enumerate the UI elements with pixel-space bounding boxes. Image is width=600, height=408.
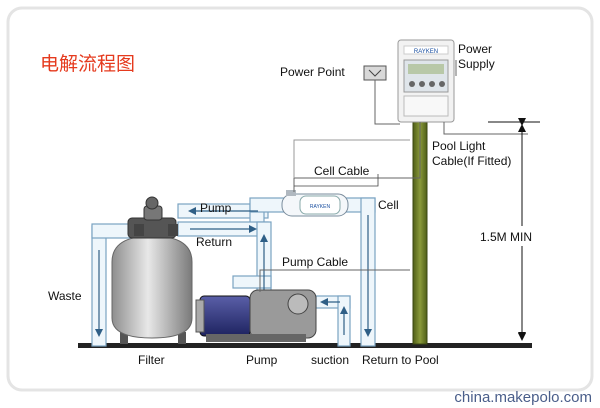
electrolytic-cell: RAYKEN — [281, 190, 349, 217]
filter-tank — [111, 196, 193, 344]
power-supply-brand: RAYKEN — [414, 49, 438, 55]
mains-cable — [374, 80, 400, 125]
power-point-label: Power Point — [280, 65, 345, 79]
flow-arrows — [95, 207, 372, 337]
pool-light-label-line2: Cable(If Fitted) — [432, 154, 511, 168]
cables — [259, 80, 528, 292]
pump-label: Pump — [246, 353, 278, 367]
pump-line-label: Pump — [200, 201, 232, 215]
pump-cable-label: Pump Cable — [282, 255, 348, 269]
power-supply-label-line1: Power — [458, 42, 492, 56]
height-label: 1.5M MIN — [480, 230, 532, 244]
height-dimension — [488, 118, 540, 340]
waste-label: Waste — [48, 289, 82, 303]
pump-outlet-pipe — [232, 275, 272, 289]
power-supply-unit: RAYKEN — [397, 39, 455, 123]
ground-line — [78, 343, 532, 348]
watermark-text: china.makepolo.com — [454, 389, 592, 406]
cable-guide-line — [293, 139, 410, 178]
diagram-title: 电解流程图 — [40, 53, 135, 75]
power-point-outlet — [363, 65, 387, 81]
return-line-label: Return — [196, 235, 232, 249]
return-to-pool-label: Return to Pool — [362, 353, 439, 367]
manifold-pipe-left — [91, 223, 133, 239]
cell-label: Cell — [378, 198, 399, 212]
pool-light-cable-line — [443, 122, 528, 135]
filter-label: Filter — [138, 353, 165, 367]
pump-unit — [195, 289, 317, 342]
cell-cable-line — [293, 122, 421, 192]
cell-cable-pointer — [294, 174, 379, 187]
power-supply-label-line2: Supply — [458, 57, 495, 71]
pool-light-label-line1: Pool Light — [432, 139, 486, 153]
cell-cable-label: Cell Cable — [314, 164, 370, 178]
pump-cable-line — [259, 269, 410, 292]
suction-label: suction — [311, 353, 349, 367]
cell-brand-label: RAYKEN — [310, 204, 331, 210]
